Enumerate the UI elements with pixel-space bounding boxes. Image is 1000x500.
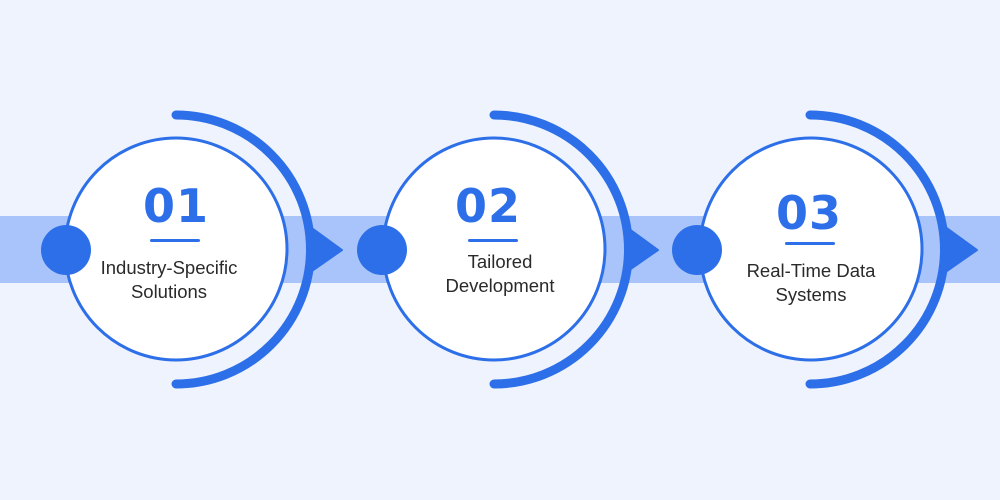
step-1-arrow-icon [308, 225, 343, 274]
step-2-circle [381, 136, 607, 362]
step-2-number: 02 [454, 179, 521, 233]
step-1-label-line2: Solutions [130, 281, 208, 302]
step-2-graphic [357, 110, 659, 389]
step-1-label-line1: Industry-Specific [100, 257, 238, 278]
step-1-dot [41, 225, 91, 275]
step-2-dot [357, 225, 407, 275]
step-2-label-line1: Tailored [467, 251, 533, 272]
step-1-graphic [41, 110, 343, 389]
step-2-underline [468, 239, 518, 242]
step-1-circle [63, 136, 289, 362]
step-3-number: 03 [775, 186, 842, 240]
step-3-circle [698, 136, 924, 362]
step-1-number: 01 [142, 179, 209, 233]
step-2-label-line2: Development [445, 275, 555, 296]
step-3-label-line2: Systems [775, 284, 847, 305]
step-1-underline [150, 239, 200, 242]
step-3-label-line1: Real-Time Data [746, 260, 876, 281]
step-3-arrow-icon [943, 225, 978, 274]
step-2-arrow-icon [624, 225, 659, 274]
step-3-graphic [672, 110, 978, 389]
step-3-underline [785, 242, 835, 245]
step-3-dot [672, 225, 722, 275]
